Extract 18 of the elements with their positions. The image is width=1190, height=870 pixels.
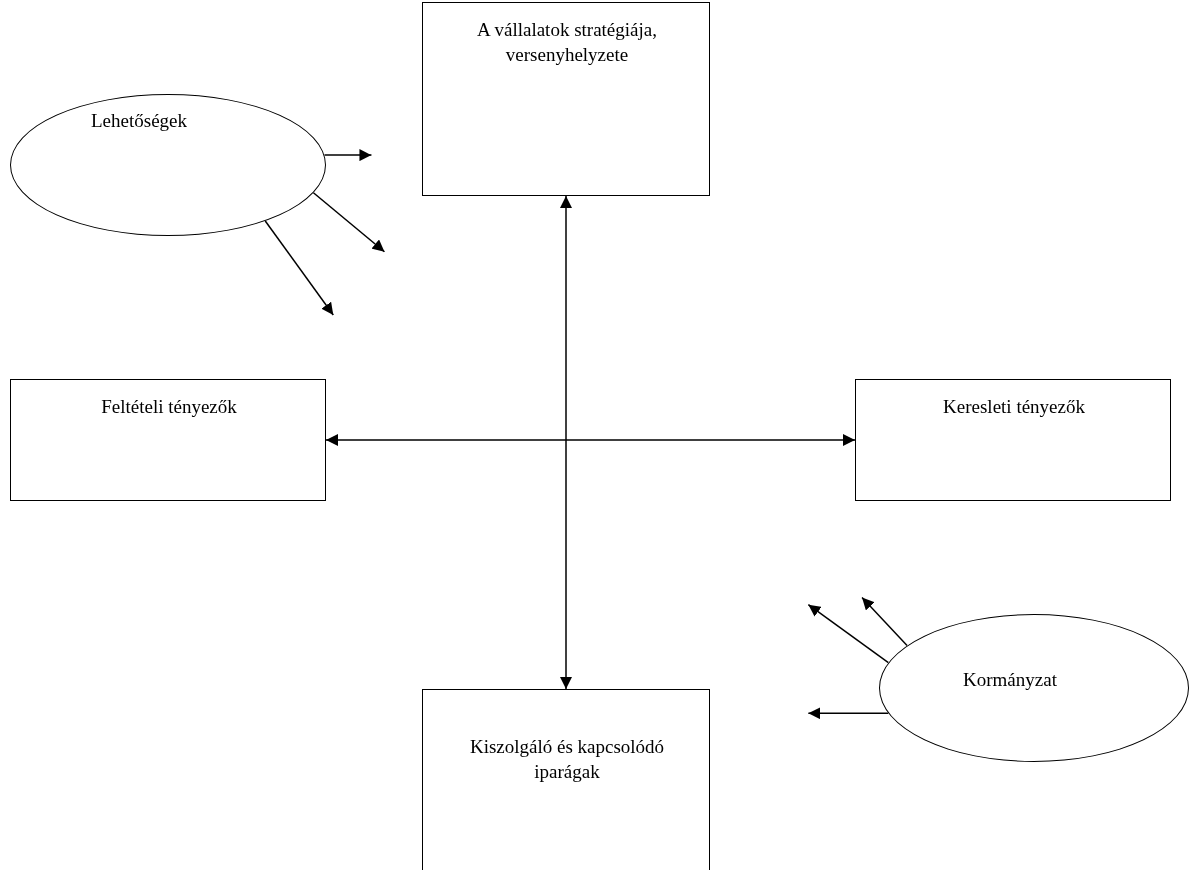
node-label: Lehetőségek [90, 109, 188, 133]
arrow [312, 192, 386, 253]
arrow [264, 220, 334, 316]
node-label: Keresleti tényezők [942, 395, 1086, 419]
arrow [560, 195, 572, 690]
process-box [422, 2, 710, 196]
node-label: A vállalatok stratégiája, versenyhelyzete [476, 18, 658, 67]
arrow [807, 603, 890, 664]
process-box [855, 379, 1171, 501]
process-box [10, 379, 326, 501]
process-box [422, 689, 710, 870]
arrow [861, 596, 908, 647]
arrow [807, 707, 890, 720]
node-label: Kiszolgáló és kapcsolódó iparágak [468, 735, 666, 784]
arrow [325, 434, 856, 446]
arrow [323, 149, 373, 162]
node-label: Feltételi tényezők [100, 395, 238, 419]
node-label: Kormányzat [962, 668, 1058, 692]
